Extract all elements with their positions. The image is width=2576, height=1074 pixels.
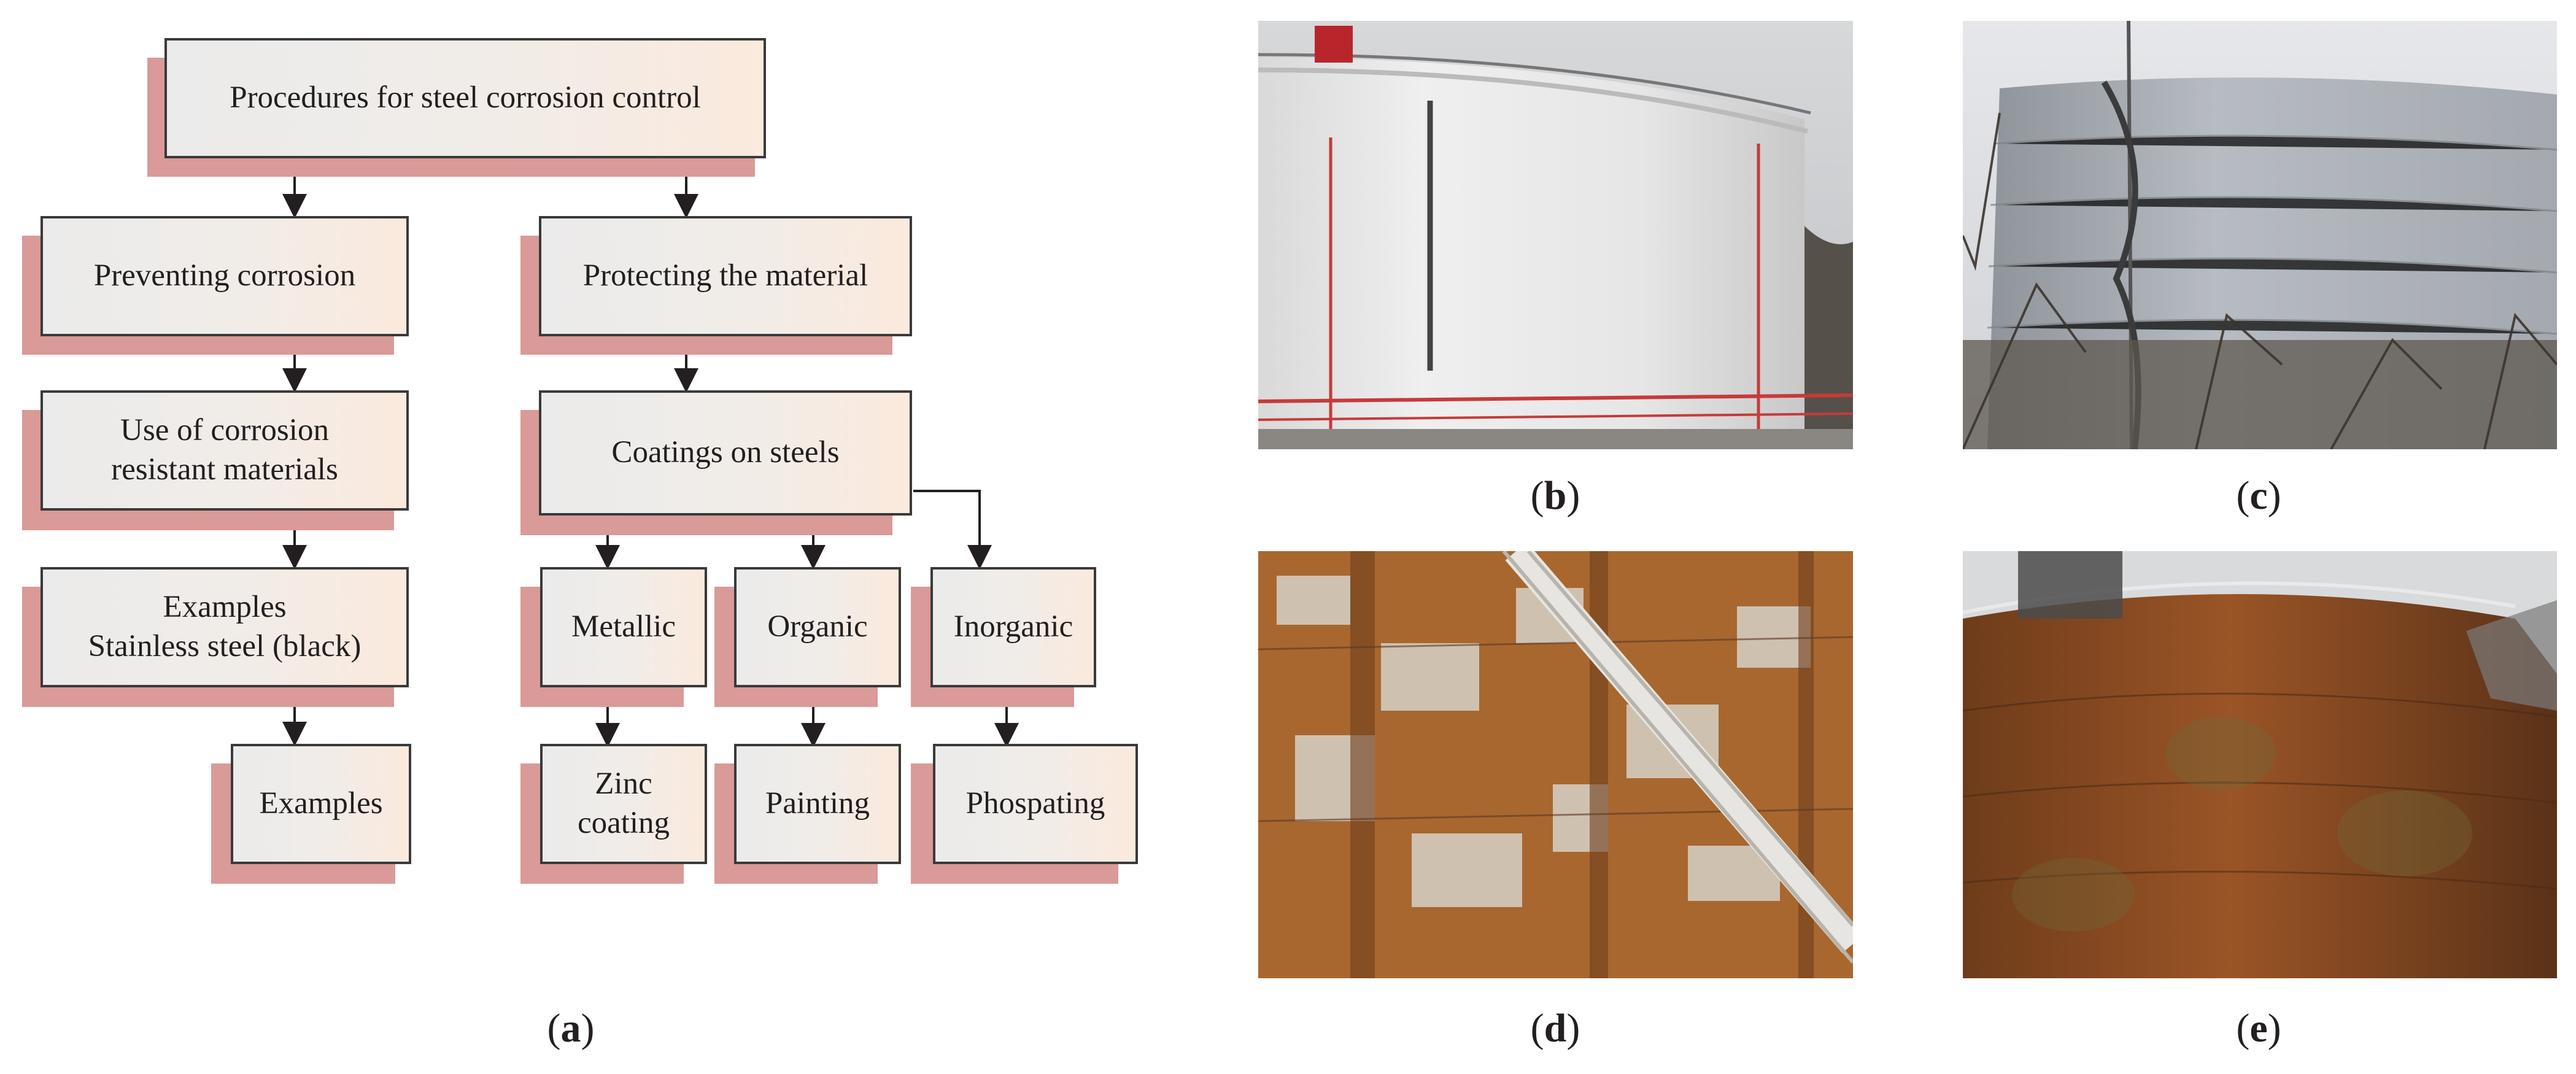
caption-c: (c)	[2236, 473, 2281, 518]
caption-e: (e)	[2236, 1006, 2281, 1051]
caption-b: (b)	[1530, 473, 1580, 518]
caption-a: (a)	[547, 1006, 595, 1051]
photo-c	[1963, 21, 2557, 449]
photo-b	[1258, 21, 1853, 449]
node-root-label: Procedures for steel corrosion control	[164, 38, 766, 158]
arrow-coat-inorganic	[913, 490, 992, 570]
photo-e	[1963, 551, 2557, 978]
caption-d: (d)	[1530, 1006, 1580, 1051]
photo-d	[1258, 551, 1853, 978]
